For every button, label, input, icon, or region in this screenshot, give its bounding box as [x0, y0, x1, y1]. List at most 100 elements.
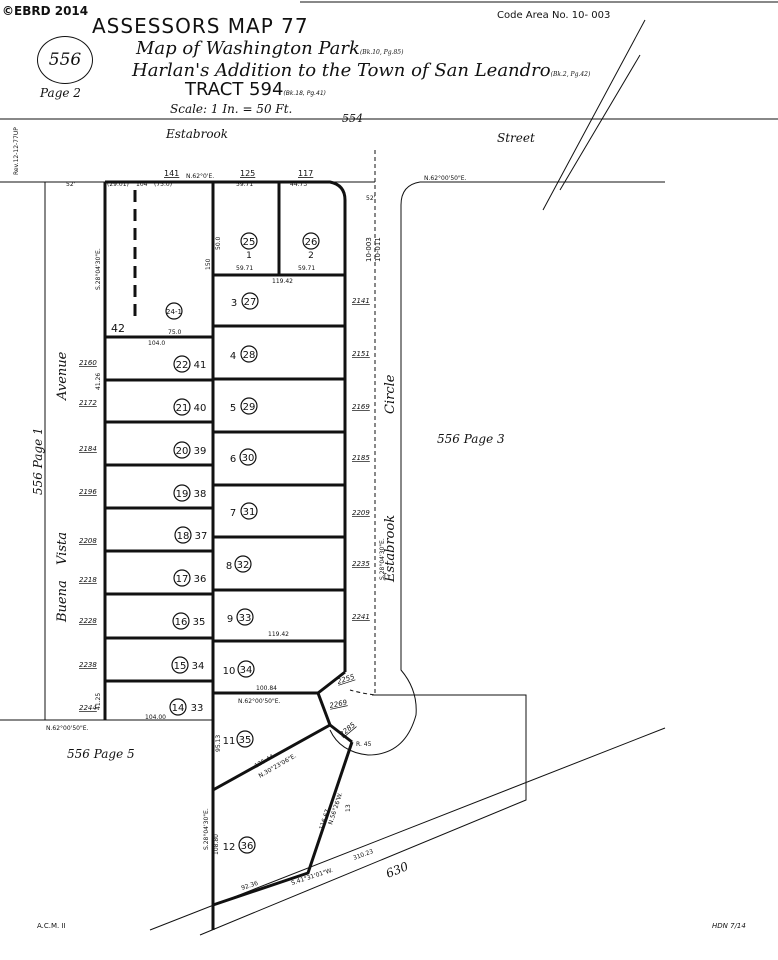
- tract-name: TRACT 594: [185, 79, 284, 100]
- code-area-10-011: 10-011: [374, 237, 382, 262]
- address-2244: 2244: [79, 704, 97, 712]
- lot-sub-22: 41: [194, 360, 207, 371]
- lot-circle-27: [241, 292, 259, 310]
- scale-label: Scale: 1 In. = 50 Ft.: [170, 102, 293, 116]
- lot-sub-33: 9: [227, 614, 233, 625]
- estabrook-circle-east-line: [329, 181, 421, 756]
- bearing-s28-b: S.28°04'30"E.: [379, 538, 386, 580]
- lot-circle-28: [240, 345, 258, 363]
- address-2235: 2235: [352, 560, 370, 568]
- lot-circle-22: [173, 355, 191, 373]
- footer-right-text: HDN 7/14: [712, 922, 746, 930]
- lot-no-16: 16: [175, 617, 188, 628]
- dim-29-01: (29.01): [107, 181, 129, 188]
- lot-sub-15: 34: [192, 661, 205, 672]
- tract-line: TRACT 594(Bk.18, Pg.41): [185, 79, 326, 100]
- lot-sub-27: 3: [231, 298, 237, 309]
- dim-13: 13: [345, 804, 352, 812]
- dim-41-25: 41.25: [95, 693, 102, 710]
- lot-circle-24-1: [165, 302, 183, 320]
- map-number-badge: 556: [37, 36, 93, 84]
- dim-75: (75.0): [154, 181, 172, 188]
- code-area-label: Code Area No. 10- 003: [497, 10, 611, 21]
- footer-left-text: A.C.M. II: [37, 922, 66, 930]
- map-630-label: 630: [384, 859, 411, 881]
- lot-sub-35: 11: [223, 736, 236, 747]
- lot-no-30: 30: [242, 453, 255, 464]
- diagonal-line-1: [542, 19, 646, 211]
- dim-52-east: 52': [366, 195, 376, 202]
- lot-sub-16: 35: [193, 617, 206, 628]
- bearing-n62: N.62°0'E.: [186, 173, 214, 180]
- bearing-n62-d: N.62°00'50"E.: [46, 725, 89, 732]
- address-2169: 2169: [352, 403, 370, 411]
- lot-no-26: 26: [305, 237, 318, 248]
- bearing-n30: N.30°23'06"E.: [258, 752, 298, 779]
- lot-sub-21: 40: [194, 403, 207, 414]
- lot-circle-25: [240, 232, 258, 250]
- lot-34-east-line: [316, 670, 346, 726]
- lot-sub-28: 4: [230, 351, 236, 362]
- lot-sub-18: 37: [195, 531, 208, 542]
- lot-sub-30: 6: [230, 454, 236, 465]
- dim-59-71-c: 59.71: [298, 265, 315, 272]
- street-suffix-label: Street: [497, 131, 535, 145]
- lot-sub-29: 5: [230, 403, 236, 414]
- lot-sub-14: 33: [191, 703, 204, 714]
- lot-no-19: 19: [176, 489, 189, 500]
- lot-no-20: 20: [176, 446, 189, 457]
- address-2196: 2196: [79, 488, 97, 496]
- lot-sub-26: 2: [308, 251, 314, 261]
- lot-circle-32: [234, 555, 252, 573]
- dim-59-71-a: 59.71: [236, 181, 253, 188]
- lot-no-28: 28: [243, 350, 256, 361]
- dim-119-42-a: 119.42: [272, 278, 293, 285]
- dim-59-71-b: 59.71: [236, 265, 253, 272]
- lot-circle-17: [173, 569, 191, 587]
- dim-104-0: 104.0: [148, 340, 165, 347]
- cul-de-sac-lot-line: [329, 723, 353, 744]
- address-2184: 2184: [79, 445, 97, 453]
- railroad-right-of-way-line: [199, 694, 527, 936]
- tract-ref: (Bk.18, Pg.41): [283, 90, 327, 97]
- page-label: Page 2: [40, 86, 81, 100]
- dim-117: 117: [298, 169, 313, 178]
- lot-36-boundary: [212, 741, 354, 907]
- copyright-text: ©EBRD 2014: [2, 4, 89, 18]
- dim-41-26: 41.26: [95, 373, 102, 390]
- dim-50-0: 50.0: [215, 236, 222, 250]
- address-2141: 2141: [352, 297, 370, 305]
- lot-no-33: 33: [239, 613, 252, 624]
- lot-sub-19: 38: [194, 489, 207, 500]
- address-2218: 2218: [79, 576, 97, 584]
- avenue-label: Avenue: [55, 351, 70, 401]
- dim-95-13: 95.13: [215, 735, 222, 752]
- block-north-east-outline: [105, 180, 347, 672]
- radius-45: R. 45: [356, 741, 372, 748]
- lot-sub-31: 7: [230, 508, 236, 519]
- dim-75-0: 75.0: [168, 329, 182, 336]
- dim-104-00: 104.00: [145, 714, 166, 721]
- lot-sub-32: 8: [226, 561, 232, 572]
- lot-circle-36: [238, 836, 256, 854]
- subdivision-name-2: Harlan's Addition to the Town of San Lea…: [132, 60, 551, 81]
- buena-label: Buena: [55, 580, 70, 623]
- lot-no-14: 14: [172, 703, 185, 714]
- address-2255: 2255: [336, 673, 356, 686]
- diagonal-line-2: [559, 54, 641, 191]
- lot-sub-25: 1: [246, 251, 252, 261]
- dim-125: 125: [240, 169, 255, 178]
- circle-label: Circle: [383, 374, 398, 414]
- address-2269: 2269: [329, 698, 349, 710]
- address-2241: 2241: [352, 613, 370, 621]
- lot-sub-17: 36: [194, 574, 207, 585]
- lot-35-36-divider: [212, 723, 331, 792]
- lot-circle-16: [172, 612, 190, 630]
- dim-150: 150: [205, 258, 212, 270]
- lot-no-32: 32: [237, 560, 250, 571]
- lot-circle-19: [173, 484, 191, 502]
- lot-circle-15: [171, 656, 189, 674]
- address-2228: 2228: [79, 617, 97, 625]
- estabrook-circle-west-line: [349, 150, 376, 696]
- revision-note: Rev.12-12-77UP: [13, 127, 20, 175]
